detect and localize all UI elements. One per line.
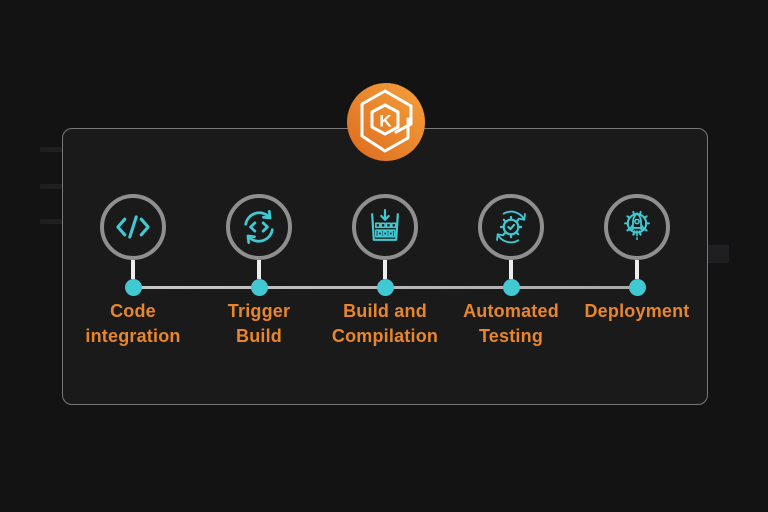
- label-line: Deployment: [584, 301, 690, 321]
- step-stem: [257, 260, 261, 279]
- eks-hexagon-icon: K: [347, 83, 425, 161]
- gear-check-icon: [496, 210, 526, 244]
- gear-rocket-icon: [624, 210, 650, 241]
- background-smudge: [40, 147, 62, 152]
- timeline-dot: [502, 279, 520, 296]
- label-line: Build: [236, 326, 282, 346]
- timeline-dot: [124, 279, 142, 296]
- background-smudge: [707, 245, 729, 263]
- sync-build-icon: [244, 210, 274, 244]
- step-label: Automated Testing: [441, 299, 581, 349]
- kubernetes-eks-logo: K: [347, 83, 425, 161]
- step-code-integration: [70, 194, 196, 296]
- step-stem: [383, 260, 387, 279]
- step-label: Trigger Build: [189, 299, 329, 349]
- step-circle: [604, 194, 670, 260]
- label-line: Trigger: [227, 301, 291, 321]
- label-line: integration: [85, 326, 181, 346]
- background-smudge: [40, 184, 62, 189]
- step-stem: [509, 260, 513, 279]
- step-trigger-build: [196, 194, 322, 296]
- step-circle: [478, 194, 544, 260]
- background-smudge: [40, 219, 62, 224]
- label-line: Compilation: [331, 326, 439, 346]
- label-line: Testing: [478, 326, 544, 346]
- label-line: Automated: [463, 301, 559, 321]
- step-stem: [131, 260, 135, 279]
- code-icon: [116, 215, 150, 239]
- label-line: Build and: [343, 301, 427, 321]
- step-circle: [226, 194, 292, 260]
- step-circle: [352, 194, 418, 260]
- step-deployment: [574, 194, 700, 296]
- step-automated-testing: [448, 194, 574, 296]
- step-label: Deployment: [567, 299, 707, 324]
- step-stem: [635, 260, 639, 279]
- step-circle: [100, 194, 166, 260]
- step-label: Build and Compilation: [315, 299, 455, 349]
- timeline-dot: [250, 279, 268, 296]
- timeline-dot: [628, 279, 646, 296]
- step-build-compilation: [322, 194, 448, 296]
- timeline-dot: [376, 279, 394, 296]
- label-line: Code: [110, 301, 156, 321]
- logo-letter: K: [379, 112, 392, 131]
- step-label: Code integration: [63, 299, 203, 349]
- compile-package-icon: [371, 208, 399, 241]
